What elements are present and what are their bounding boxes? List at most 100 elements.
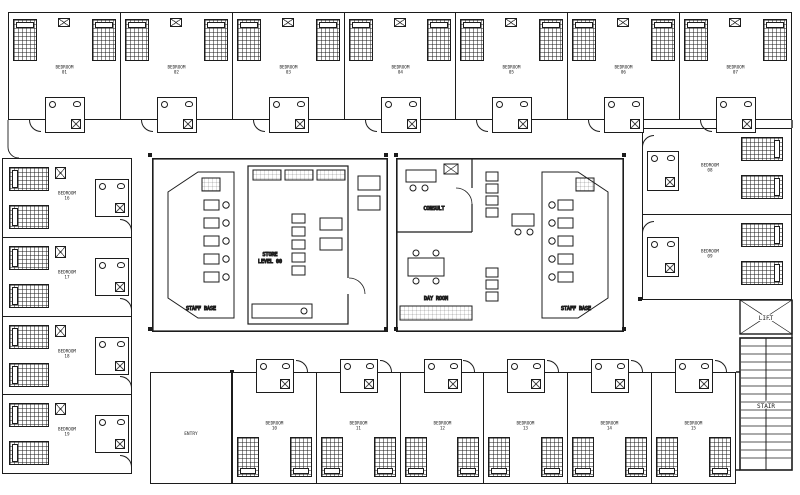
toilet-icon bbox=[608, 101, 616, 108]
shower-icon bbox=[742, 119, 753, 129]
room-label-line: BEDROOM bbox=[167, 65, 186, 71]
room-label-line: BEDROOM bbox=[58, 269, 76, 275]
room-label-line: BEDROOM bbox=[55, 65, 74, 71]
bathroom-pod bbox=[507, 359, 546, 393]
pillow-icon bbox=[12, 170, 18, 188]
pillow-icon bbox=[628, 468, 645, 474]
pillow-icon bbox=[575, 468, 592, 474]
sink-icon bbox=[117, 419, 125, 426]
room-label-line: 16 bbox=[64, 196, 70, 202]
room-label-line: BEDROOM bbox=[391, 65, 409, 71]
lift-label: LIFT bbox=[759, 315, 774, 322]
pillow-icon bbox=[239, 22, 258, 28]
bed-icon bbox=[9, 324, 49, 349]
shower-icon bbox=[615, 379, 626, 389]
bed-icon bbox=[572, 19, 597, 61]
station-chairs bbox=[222, 201, 230, 281]
wardrobe-icon bbox=[393, 18, 406, 27]
shower-icon bbox=[699, 379, 710, 389]
shower-icon bbox=[406, 119, 417, 129]
room-label-line: 19 bbox=[64, 432, 70, 438]
sink-icon bbox=[449, 363, 458, 369]
bed-icon bbox=[741, 260, 783, 285]
wardrobe-icon bbox=[169, 18, 182, 27]
toilet-icon bbox=[384, 101, 392, 108]
wardrobe-icon bbox=[55, 324, 66, 337]
stair-label: STAIR bbox=[757, 403, 775, 410]
door-arc-icon bbox=[120, 218, 132, 231]
pillow-icon bbox=[12, 444, 18, 463]
pillow-icon bbox=[12, 406, 18, 425]
desk bbox=[405, 169, 437, 183]
room-label-line: 15 bbox=[690, 426, 697, 432]
counter bbox=[251, 303, 313, 319]
consult-room: CONSULT bbox=[405, 163, 459, 213]
bed-icon bbox=[9, 167, 49, 191]
room-label-line: 10 bbox=[271, 426, 277, 432]
entrance-vestibule: ENTRY bbox=[150, 372, 232, 484]
pillow-icon bbox=[575, 22, 594, 28]
side-alcove bbox=[346, 175, 381, 295]
entrance-label: ENTRY bbox=[184, 431, 198, 437]
shower-icon bbox=[363, 379, 374, 389]
station-a-label: STAFF BASE bbox=[186, 306, 216, 312]
bed-icon bbox=[457, 437, 480, 477]
door-arc-icon bbox=[120, 297, 132, 310]
bed-icon bbox=[348, 19, 373, 61]
room-label-line: 11 bbox=[355, 426, 361, 432]
room-label-line: BEDROOM bbox=[726, 65, 745, 71]
bed-icon bbox=[427, 19, 452, 61]
toilet-icon bbox=[511, 363, 519, 370]
bed-icon bbox=[488, 437, 511, 477]
wardrobe-icon bbox=[55, 245, 66, 258]
bed-icon bbox=[237, 437, 259, 477]
shower-icon bbox=[665, 262, 675, 273]
toilet-icon bbox=[99, 419, 106, 427]
pillow-icon bbox=[711, 468, 728, 474]
nurse-station-a: STAFF BASE bbox=[167, 171, 235, 319]
toilet-icon bbox=[272, 101, 280, 108]
door-arc-icon bbox=[642, 135, 654, 147]
bed-icon bbox=[541, 437, 564, 477]
pillow-icon bbox=[16, 22, 34, 28]
bed-icon bbox=[460, 19, 485, 61]
toilet-icon bbox=[595, 363, 603, 370]
bed-icon bbox=[708, 437, 731, 477]
counter bbox=[399, 305, 473, 321]
room-label-line: 03 bbox=[285, 70, 291, 76]
wardrobe-icon bbox=[505, 18, 518, 27]
bathroom-pod bbox=[95, 179, 129, 217]
bed-icon bbox=[741, 222, 783, 247]
pillow-icon bbox=[12, 365, 18, 384]
room-label-line: 04 bbox=[397, 70, 403, 76]
room-label-line: 01 bbox=[61, 70, 67, 76]
toilet-icon bbox=[496, 101, 504, 108]
wardrobe-icon bbox=[281, 18, 294, 27]
bed-icon bbox=[684, 19, 709, 61]
bathroom-pod bbox=[647, 236, 679, 277]
bed-icon bbox=[741, 175, 783, 199]
wall-connectors bbox=[736, 120, 793, 471]
chair-icon bbox=[421, 184, 429, 192]
lift-shaft: LIFT bbox=[739, 299, 793, 335]
shower-icon bbox=[518, 119, 529, 129]
station-desks bbox=[557, 199, 574, 283]
pillow-icon bbox=[659, 468, 676, 474]
day-room: DAY ROOM bbox=[399, 249, 473, 321]
pillow-icon bbox=[323, 468, 340, 474]
bathroom-pod bbox=[95, 257, 129, 296]
